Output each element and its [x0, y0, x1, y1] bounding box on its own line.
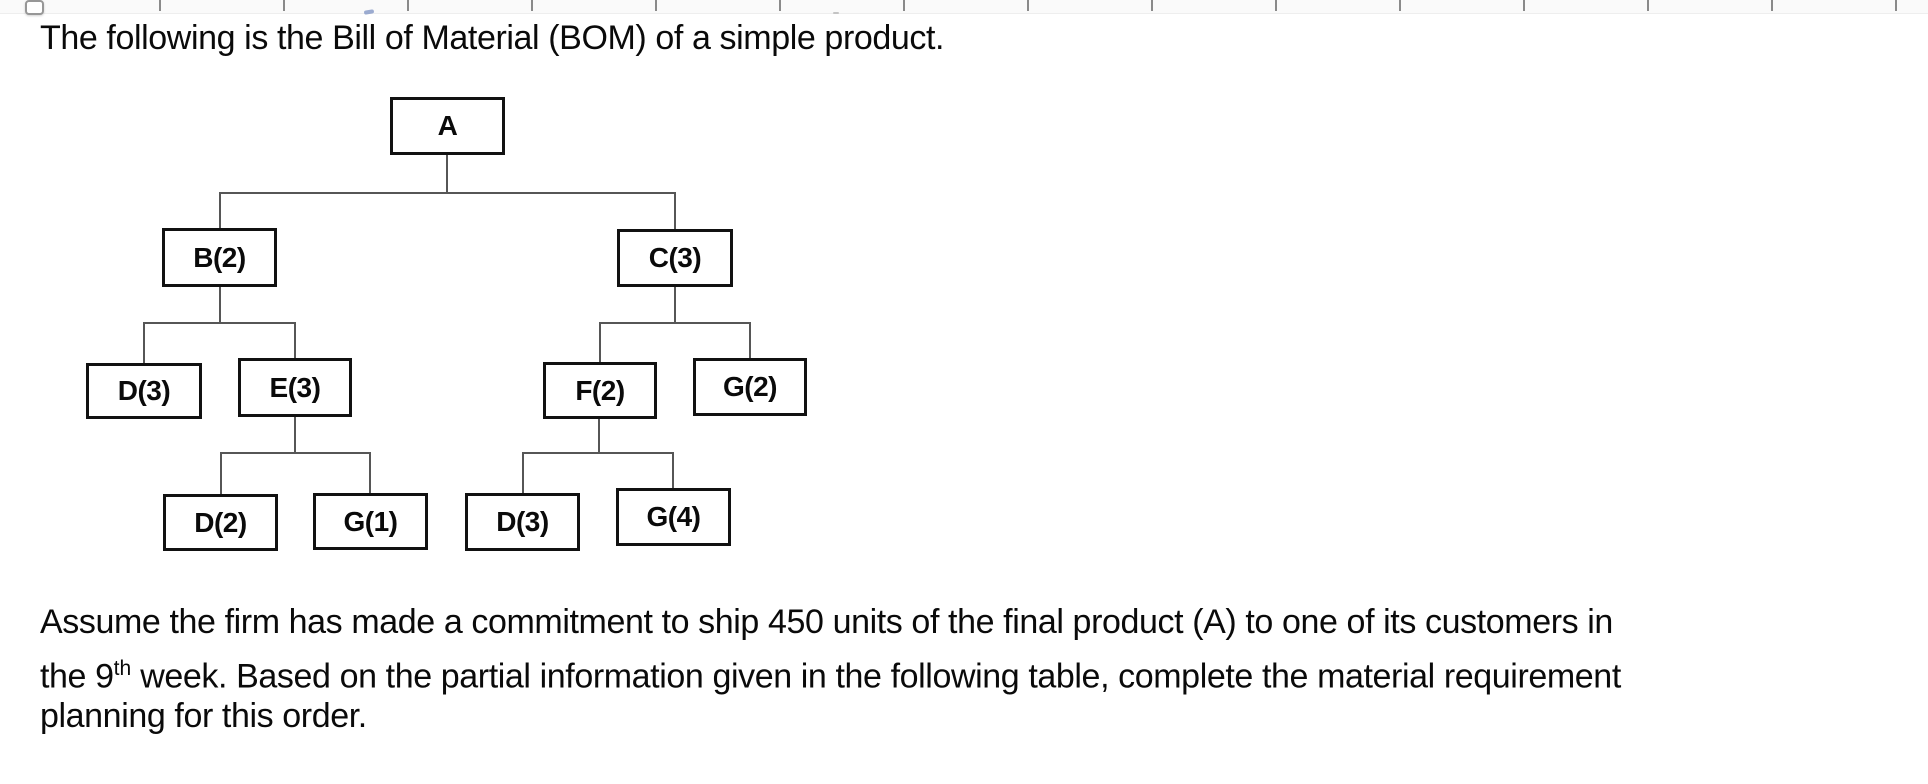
connector-line: [446, 155, 448, 193]
connector-line: [219, 192, 221, 228]
bom-node-f: F(2): [543, 362, 657, 419]
ordinal-superscript: th: [113, 657, 132, 680]
bom-node-d-under-b: D(3): [86, 363, 202, 419]
connector-line: [143, 322, 296, 324]
connector-line: [143, 322, 145, 363]
bom-node-g-under-f: G(4): [616, 488, 731, 546]
ruler-marker-icon[interactable]: [25, 0, 44, 15]
ruler: [0, 0, 1928, 14]
connector-line: [672, 452, 674, 488]
bom-node-b: B(2): [162, 228, 277, 287]
connector-line: [369, 452, 371, 493]
connector-line: [599, 322, 751, 324]
connector-line: [674, 287, 676, 323]
question-line-2-pre: the 9: [40, 657, 114, 696]
question-line-1: Assume the firm has made a commitment to…: [40, 603, 1613, 641]
connector-line: [749, 322, 751, 358]
connector-line: [220, 452, 222, 494]
intro-text: The following is the Bill of Material (B…: [40, 19, 945, 57]
bom-node-c: C(3): [617, 229, 733, 287]
question-line-2: the 9th week. Based on the partial infor…: [40, 648, 1621, 697]
connector-line: [219, 287, 221, 323]
connector-line: [599, 322, 601, 362]
connector-line: [522, 452, 524, 493]
connector-line: [219, 192, 676, 194]
connector-line: [294, 322, 296, 358]
connector-line: [294, 417, 296, 453]
bom-node-g-under-e: G(1): [313, 493, 428, 550]
question-line-2-post: week. Based on the partial information g…: [131, 657, 1621, 696]
connector-line: [522, 452, 674, 454]
connector-line: [598, 419, 600, 453]
bom-node-e: E(3): [238, 358, 352, 417]
bom-node-d-under-f: D(3): [465, 493, 580, 551]
ruler-ticks: [0, 0, 1928, 11]
bom-node-d-under-e: D(2): [163, 494, 278, 551]
question-line-3: planning for this order.: [40, 697, 367, 735]
bom-node-g-under-c: G(2): [693, 358, 807, 416]
ink-speck-gray: [833, 12, 839, 14]
connector-line: [220, 452, 371, 454]
connector-line: [674, 192, 676, 229]
bom-node-a: A: [390, 97, 505, 155]
